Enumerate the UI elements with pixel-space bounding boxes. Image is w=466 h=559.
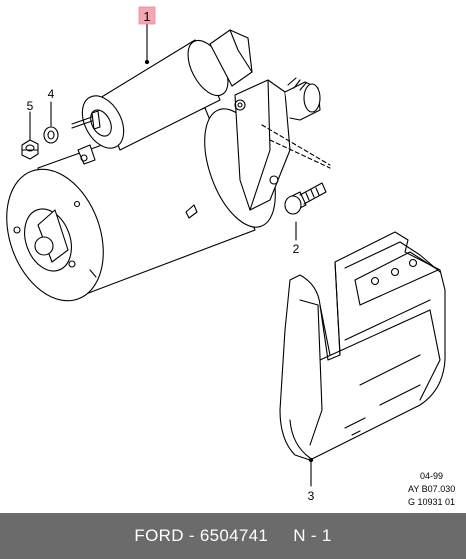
part-info-footer: FORD - 6504741 N - 1 <box>0 513 466 559</box>
callout-label-2: 2 <box>293 242 300 256</box>
brand-name: FORD <box>134 526 184 545</box>
bolt <box>284 182 327 215</box>
part-quantity: N - 1 <box>293 526 332 545</box>
callout-label-4: 4 <box>48 87 55 101</box>
drawing-date: 04-99 <box>420 471 444 481</box>
part-number: 6504741 <box>199 526 269 545</box>
callout-label-1: 1 <box>143 9 150 24</box>
starter-motor <box>6 29 321 302</box>
washer <box>43 126 59 144</box>
heat-shield <box>279 231 446 461</box>
callout-label-5: 5 <box>27 99 34 113</box>
exploded-parts-diagram: 1 2 3 4 5 <box>6 6 446 503</box>
callout-label-3: 3 <box>308 489 315 503</box>
footer-spacer <box>268 526 293 546</box>
brand-separator: - <box>183 526 200 545</box>
nut <box>21 139 39 160</box>
drawing-reference-2: G 10931 01 <box>408 497 456 507</box>
drawing-reference-1: AY B07.030 <box>408 484 456 494</box>
callout-highlight-box <box>138 6 156 25</box>
